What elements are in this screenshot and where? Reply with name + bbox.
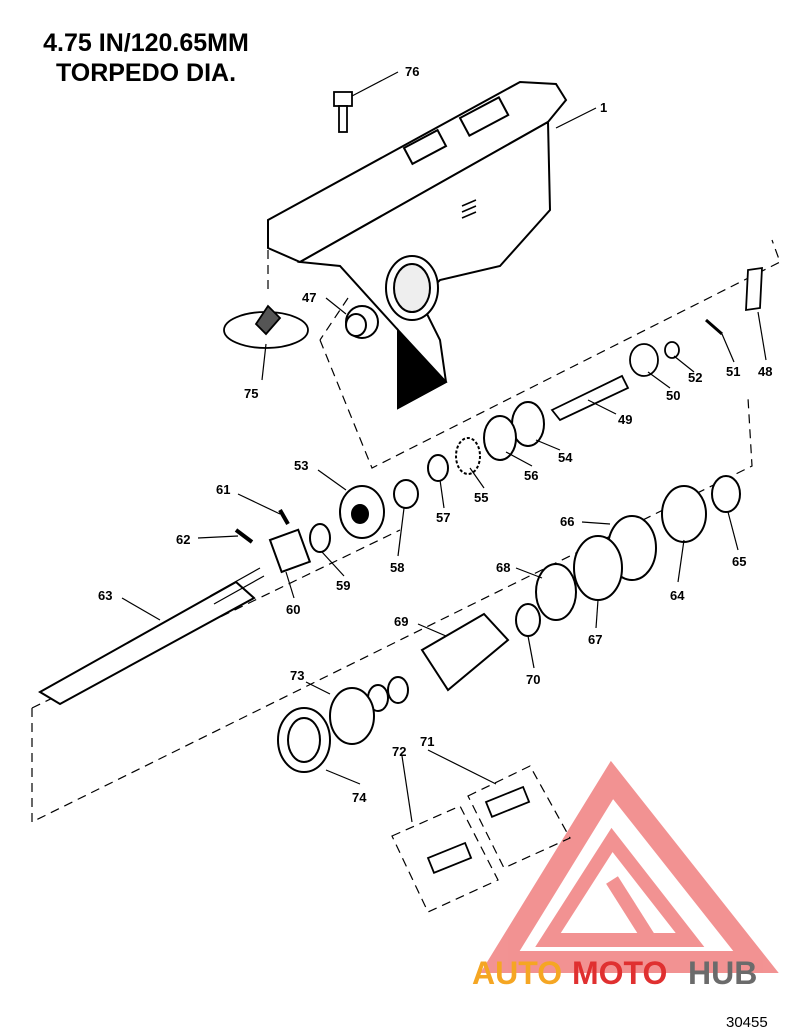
carrier-group <box>420 475 741 692</box>
housing-vent-lines <box>461 199 477 219</box>
oring-68 <box>535 563 577 621</box>
title-line-1: 4.75 IN/120.65MM <box>43 29 249 57</box>
callout-51: 51 <box>726 364 740 379</box>
callout-57: 57 <box>436 510 450 525</box>
callout-75: 75 <box>244 386 258 401</box>
pinion-stack <box>339 401 545 539</box>
bearing-56 <box>483 415 517 461</box>
ring-57 <box>427 454 449 482</box>
callout-59: 59 <box>336 578 350 593</box>
housing-skeg <box>397 327 448 410</box>
clutch-60 <box>268 528 312 574</box>
bolt-76 <box>333 91 353 133</box>
callout-1: 1 <box>600 100 607 115</box>
callout-76: 76 <box>405 64 419 79</box>
document-number: 30455 <box>726 1014 768 1031</box>
callout-52: 52 <box>688 370 702 385</box>
guide-kit-72 <box>391 805 499 913</box>
leader-lines <box>121 71 767 823</box>
callout-56: 56 <box>524 468 538 483</box>
callout-47: 47 <box>302 290 316 305</box>
watermark-triangle-outer <box>480 760 779 973</box>
callout-68: 68 <box>496 560 510 575</box>
callout-63: 63 <box>98 588 112 603</box>
callout-67: 67 <box>588 632 602 647</box>
retainer-74-inner <box>287 717 321 763</box>
callout-72: 72 <box>392 744 406 759</box>
callout-49: 49 <box>618 412 632 427</box>
shift-shaft-49 <box>550 374 630 422</box>
bearing-67 <box>573 535 623 601</box>
ring-59 <box>309 523 331 553</box>
clutch-shaft-group <box>38 509 331 706</box>
watermark-auto: AUTO <box>472 955 562 991</box>
diagram-title: 4.75 IN/120.65MM TORPEDO DIA. <box>22 28 270 88</box>
seal-71 <box>387 676 409 704</box>
propshaft-63 <box>38 580 256 706</box>
watermark-g-stroke <box>606 876 656 944</box>
shift-cam-48 <box>745 266 763 312</box>
callout-58: 58 <box>390 560 404 575</box>
bearing-70 <box>515 603 541 637</box>
gear-housing <box>267 80 568 410</box>
bushing-inner <box>345 313 367 337</box>
propshaft-63-splines <box>209 567 265 605</box>
kit-71-seal <box>484 785 531 819</box>
bolt-shank <box>338 105 348 133</box>
callout-73: 73 <box>290 668 304 683</box>
watermark-moto: MOTO <box>572 955 667 991</box>
seal-kit-details <box>426 785 531 875</box>
watermark-logo <box>480 760 779 973</box>
callout-48: 48 <box>758 364 772 379</box>
callout-64: 64 <box>670 588 685 603</box>
callout-62: 62 <box>176 532 190 547</box>
watermark-wordmark: AUTO MOTO HUB <box>472 955 757 991</box>
shift-spool-50 <box>629 343 659 377</box>
retainer-group <box>277 676 409 773</box>
title-line-2: TORPEDO DIA. <box>55 59 237 87</box>
callout-55: 55 <box>474 490 488 505</box>
guide-bearing-carrier-box <box>31 397 753 823</box>
callout-74: 74 <box>352 790 367 805</box>
gear-53-hub <box>351 504 369 524</box>
pin-62 <box>234 528 254 544</box>
callout-50: 50 <box>666 388 680 403</box>
callout-66: 66 <box>560 514 574 529</box>
callout-70: 70 <box>526 672 540 687</box>
pin-51 <box>705 318 723 336</box>
carrier-69 <box>420 612 510 692</box>
callout-labels: 76 1 47 75 48 51 52 50 49 54 56 55 57 53… <box>98 64 772 805</box>
callout-54: 54 <box>558 450 573 465</box>
bearing-55 <box>455 437 481 475</box>
anode-75 <box>223 304 309 349</box>
bushing-58 <box>393 479 419 509</box>
housing-torpedo-bore-inner <box>393 263 431 313</box>
bushing-47 <box>345 305 379 339</box>
anode-fin <box>254 304 282 336</box>
callout-53: 53 <box>294 458 308 473</box>
housing-deck <box>267 80 568 264</box>
tab-washer-73 <box>329 687 375 745</box>
housing-pocket-1 <box>402 128 448 166</box>
spacer-52 <box>664 341 680 359</box>
bolt-head <box>333 91 353 107</box>
gear-64 <box>661 485 707 543</box>
callout-65: 65 <box>732 554 746 569</box>
callout-69: 69 <box>394 614 408 629</box>
callout-71: 71 <box>420 734 434 749</box>
shift-parts <box>550 266 763 422</box>
guide-pinion-box <box>319 239 781 469</box>
seal-65 <box>711 475 741 513</box>
guide-kit-71 <box>467 765 571 869</box>
watermark-hub: HUB <box>688 955 757 991</box>
watermark-triangle-inner <box>535 827 705 947</box>
housing-pocket-2 <box>458 95 510 138</box>
kit-72-seal <box>426 841 473 875</box>
callout-60: 60 <box>286 602 300 617</box>
guide-shift-box <box>319 297 349 341</box>
callout-61: 61 <box>216 482 230 497</box>
pin-61 <box>278 509 290 525</box>
